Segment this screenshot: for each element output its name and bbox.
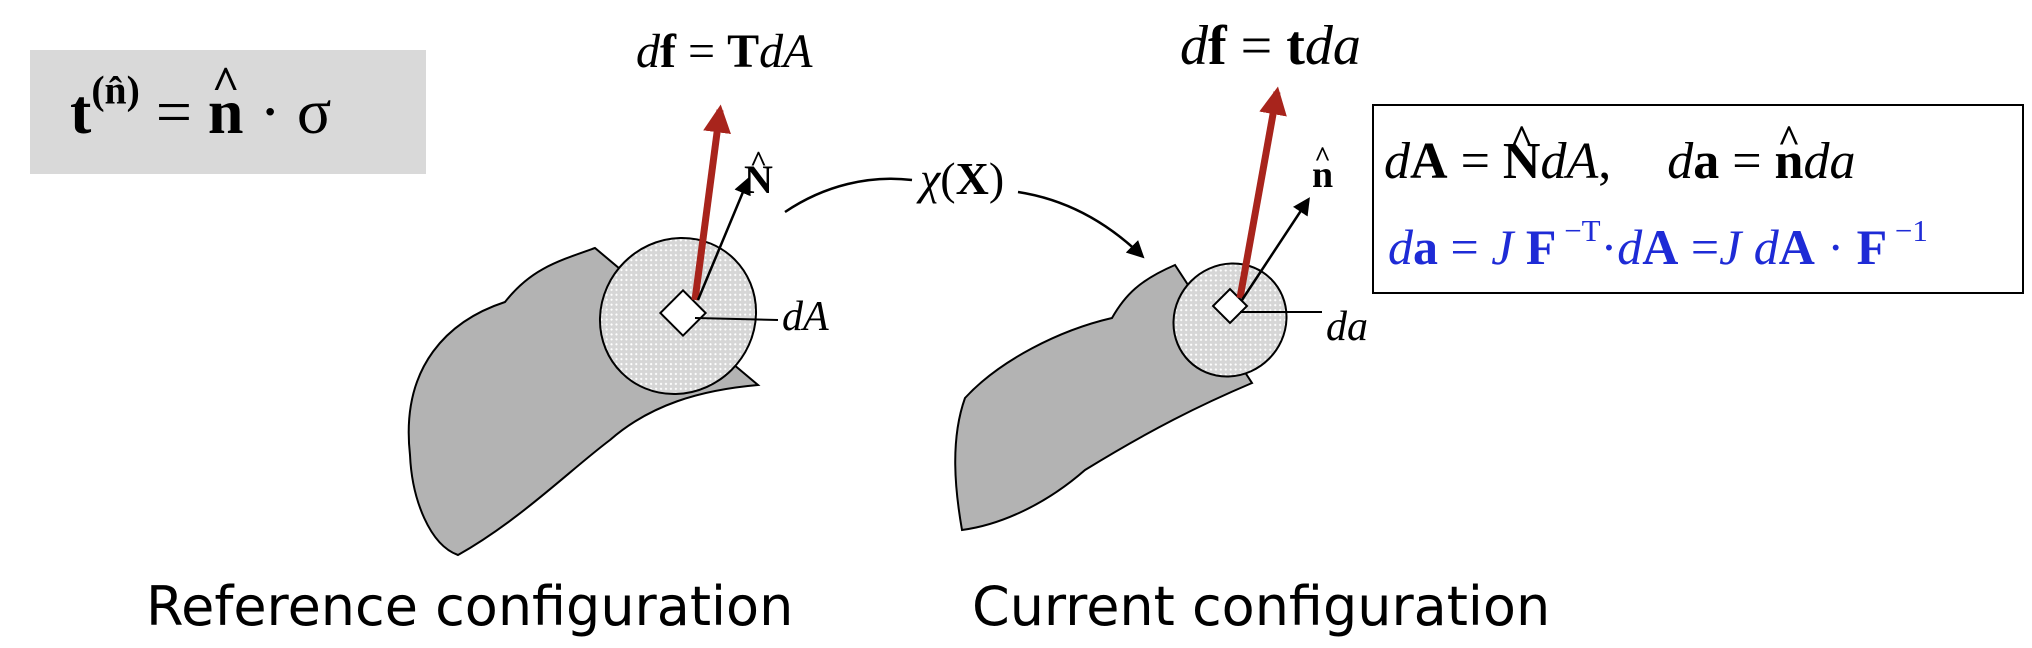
reference-area-leader	[694, 317, 779, 321]
reference-area-label: dA	[782, 294, 829, 340]
reference-traction-formula: df = TdA	[636, 25, 813, 78]
mapping-arc-left	[784, 177, 913, 214]
area-relations-box	[1372, 104, 2024, 294]
mapping-arc-right	[1017, 190, 1145, 259]
reference-traction-arrow	[691, 104, 731, 301]
area-vector-relations: dA = NdA,da = nda	[1384, 136, 1855, 188]
current-area-label: da	[1326, 304, 1368, 350]
stress-vector-formula: t(n̂) = n · σ	[70, 70, 331, 144]
current-traction-formula: df = tda	[1180, 15, 1361, 77]
current-configuration-caption: Current configuration	[972, 575, 1551, 638]
reference-normal-label: N	[744, 160, 773, 200]
current-traction-arrow	[1236, 86, 1287, 299]
current-normal-arrow	[1240, 197, 1310, 301]
reference-normal-arrow	[696, 176, 751, 301]
mapping-label: χ(X)	[920, 153, 1005, 204]
current-normal-label: n	[1312, 156, 1333, 194]
nanson-relation: da = J F −T·dA =J dA · F −1	[1388, 212, 1928, 275]
reference-area-element	[658, 288, 708, 338]
reference-configuration-caption: Reference configuration	[146, 575, 794, 638]
